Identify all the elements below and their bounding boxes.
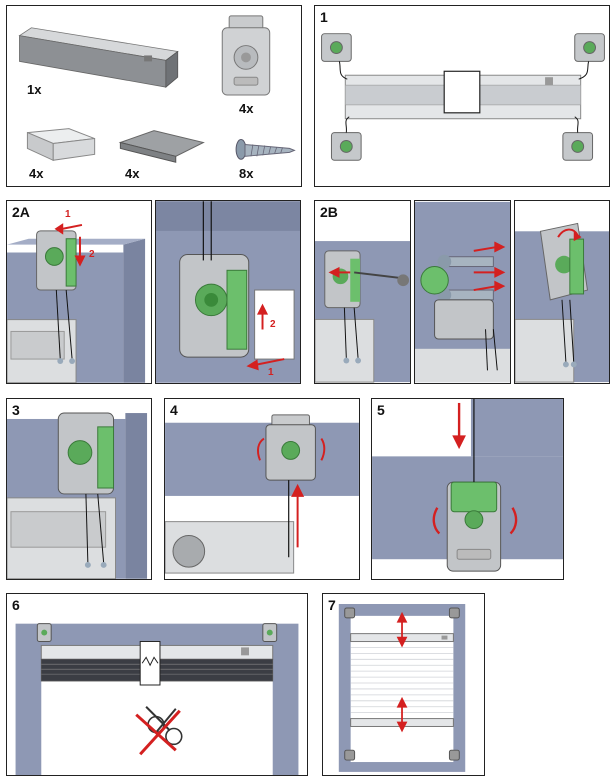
step-2a-panel-b: 2 1 — [155, 200, 301, 384]
bracket-step3 — [57, 412, 115, 495]
step-3-label: 3 — [12, 402, 20, 418]
step-2b-panel-a: 2B — [314, 200, 411, 384]
bracket-2a — [36, 230, 77, 291]
clip-quantity: 4x — [29, 166, 44, 181]
step-2b-panel-b — [414, 200, 511, 384]
arrow-label-2a-b-2: 2 — [270, 319, 276, 330]
arrow-label-2a-2: 2 — [89, 249, 95, 260]
arrow-label-2a-b-1: 1 — [268, 367, 274, 378]
head-rail-part — [18, 27, 179, 88]
arrow-label-2a-1: 1 — [65, 209, 71, 220]
screw-part — [235, 139, 296, 160]
bracket-step5 — [446, 481, 502, 572]
parts-illustration — [18, 15, 296, 163]
step-2b-panel-c — [514, 200, 610, 384]
step-5-label: 5 — [377, 402, 385, 418]
step-2a-label: 2A — [12, 204, 30, 220]
step-2b-label: 2B — [320, 204, 338, 220]
step-7-panel: 7 — [322, 593, 485, 776]
clip-part — [26, 128, 96, 162]
parts-list-panel: 1x 4x 4x 4x 8x — [6, 5, 302, 187]
bracket-2a-closeup — [179, 254, 250, 358]
step-1-label: 1 — [320, 9, 328, 25]
step-1-panel: 1 — [314, 5, 610, 187]
bracket-top-left — [321, 33, 352, 62]
bracket-step4 — [265, 414, 316, 481]
bracket-step6-left — [36, 623, 52, 642]
screw-quantity: 8x — [239, 166, 254, 181]
cap-quantity: 4x — [125, 166, 140, 181]
bracket-bottom-left — [330, 132, 362, 161]
step-2a-panel-a: 2A 1 2 — [6, 200, 152, 384]
bracket-2b-rotated — [539, 222, 589, 301]
rail-top-view — [344, 70, 582, 120]
end-cap-part — [118, 130, 205, 163]
step-7-label: 7 — [328, 597, 336, 613]
bracket-part — [221, 15, 271, 96]
bracket-step6-right — [262, 623, 278, 642]
step-4-panel: 4 — [164, 398, 360, 580]
screw-closeup — [437, 254, 494, 302]
bracket-top-right — [574, 33, 605, 62]
step-6-panel: 6 — [6, 593, 308, 776]
bracket-quantity: 4x — [239, 101, 254, 116]
step-5-panel: 5 — [371, 398, 564, 580]
bracket-bottom-right — [562, 132, 594, 161]
step-4-label: 4 — [170, 402, 178, 418]
no-cutting-symbol — [135, 706, 183, 756]
rail-quantity: 1x — [27, 82, 42, 97]
bracket-2b — [324, 250, 361, 309]
step-6-label: 6 — [12, 597, 20, 613]
step-3-panel: 3 — [6, 398, 152, 580]
